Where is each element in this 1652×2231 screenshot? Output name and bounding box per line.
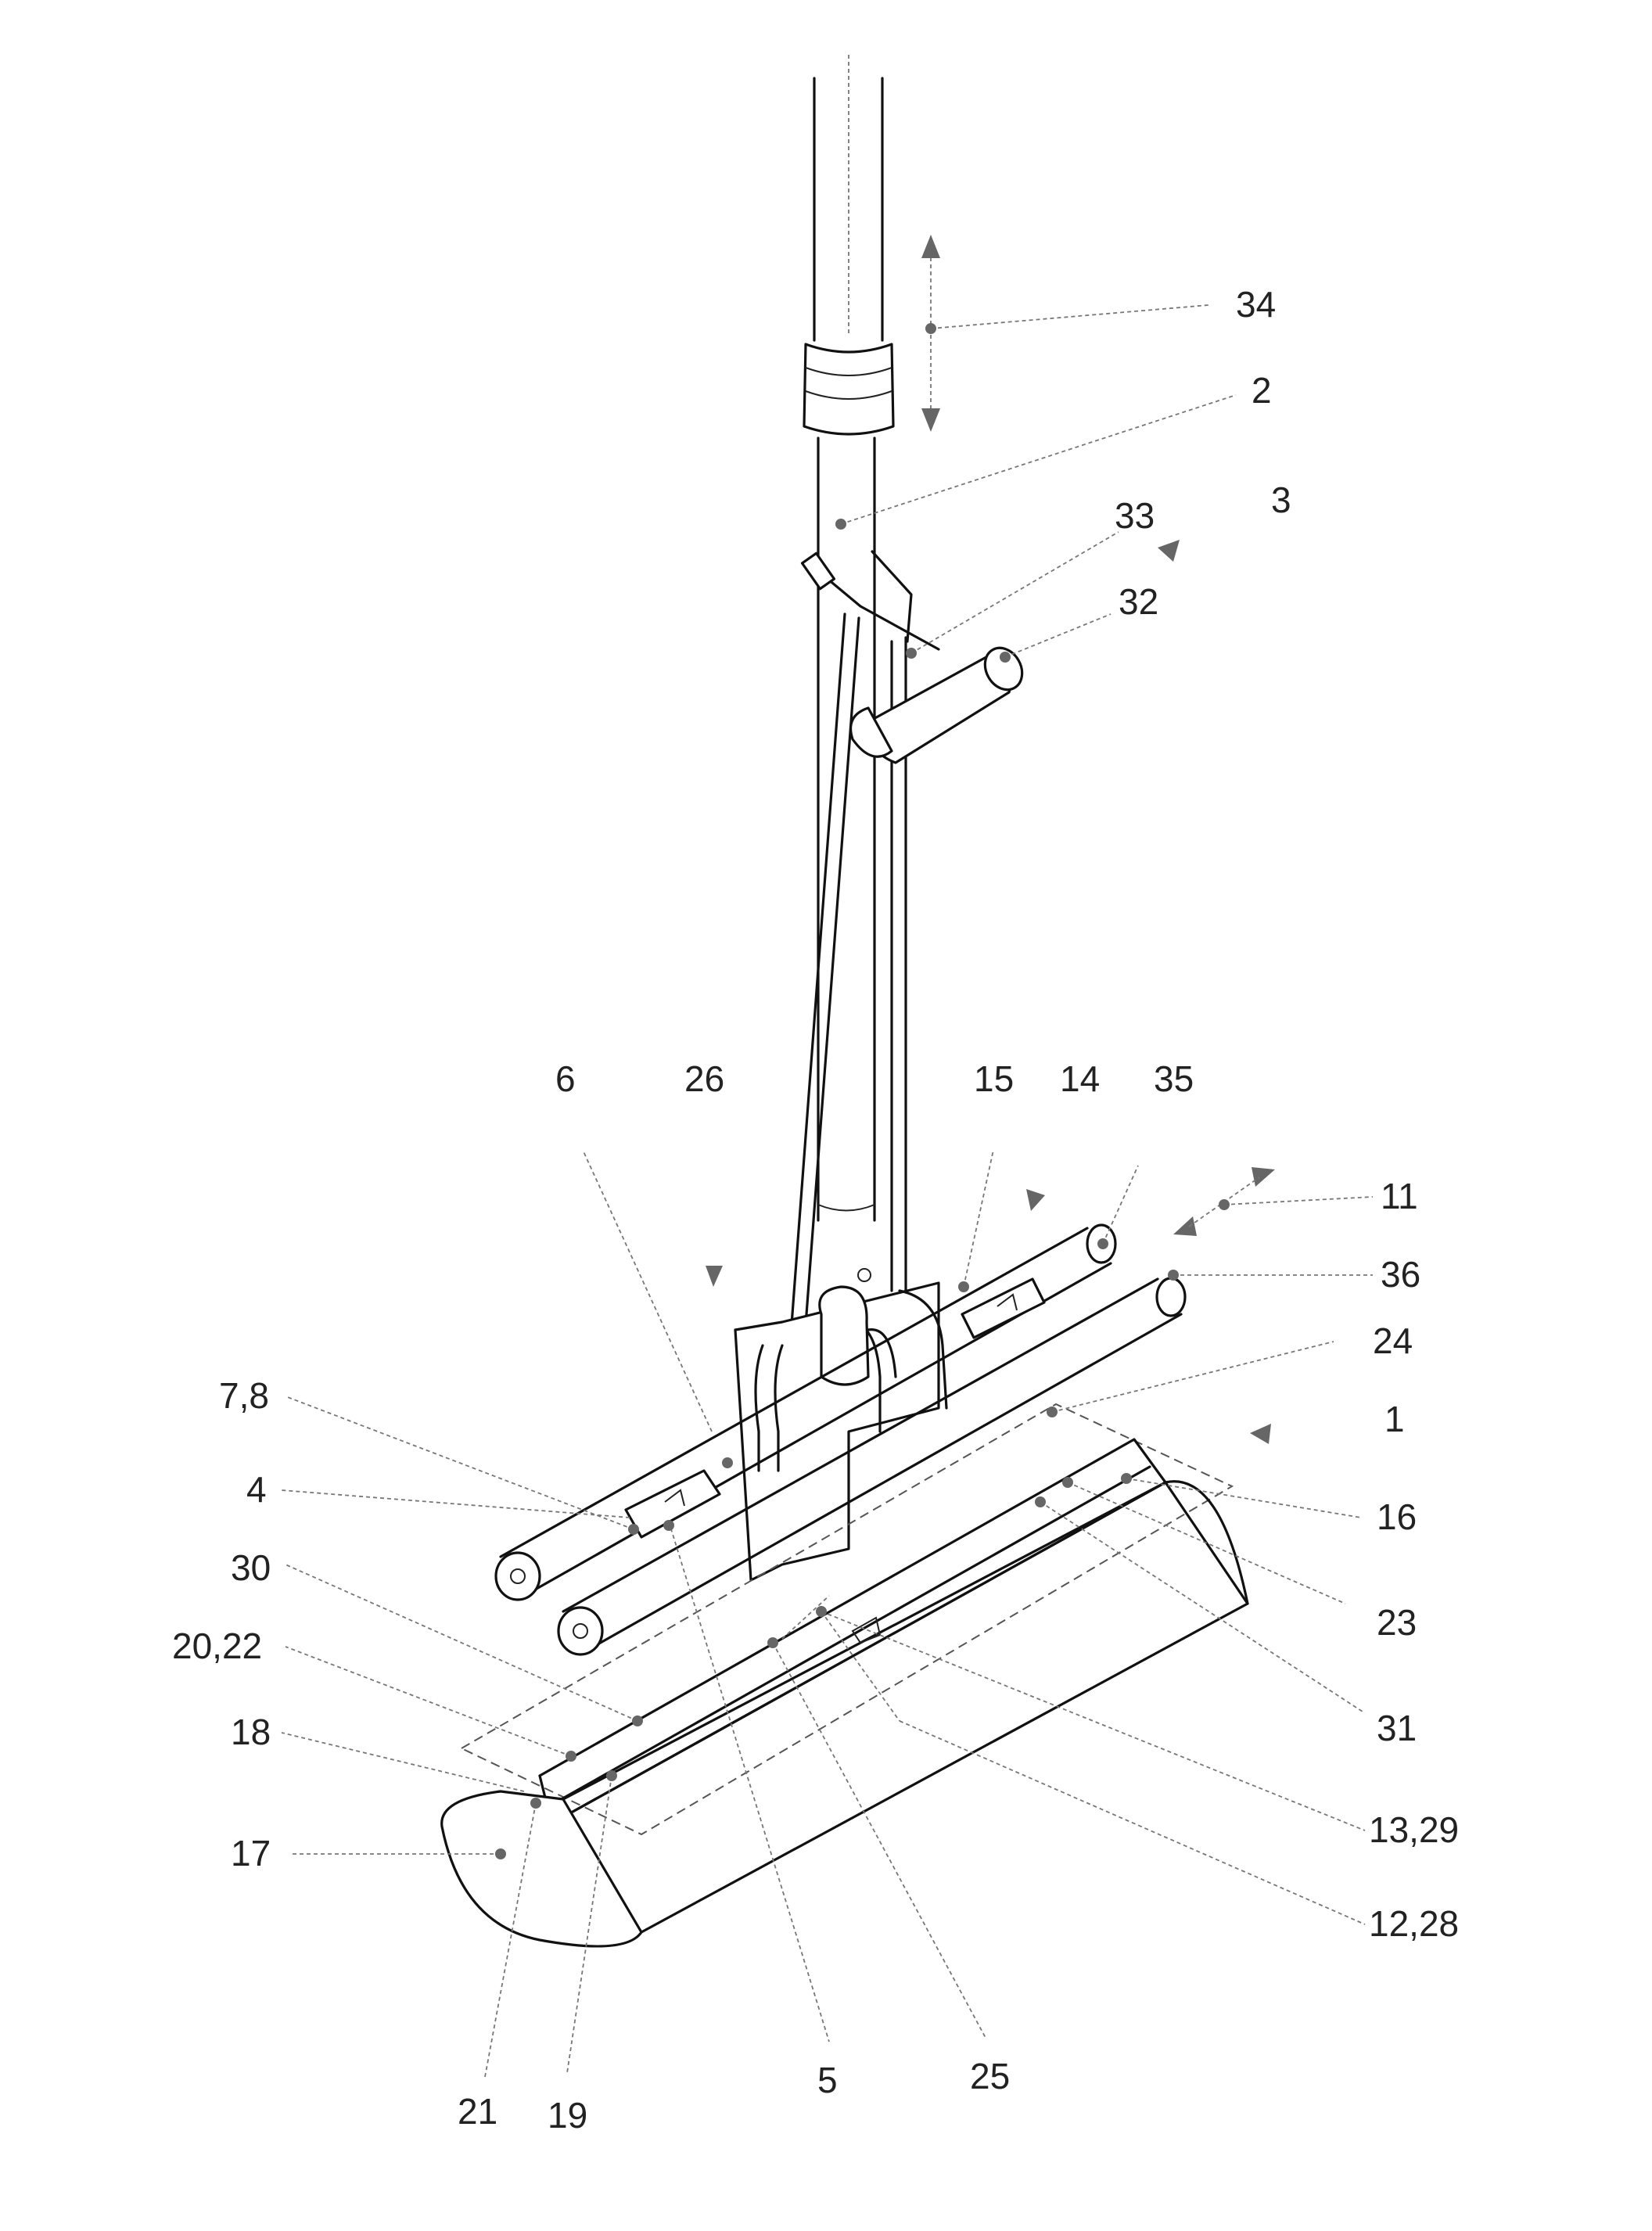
motion-arrows bbox=[706, 235, 1275, 1444]
arrow-1-icon bbox=[1250, 1424, 1271, 1444]
label-13-29: 13,29 bbox=[1369, 1809, 1459, 1850]
label-7-8: 7,8 bbox=[219, 1375, 269, 1416]
arrow-3-icon bbox=[1158, 540, 1180, 562]
linkage-rods bbox=[790, 551, 939, 1345]
pole bbox=[804, 55, 893, 1281]
label-36: 36 bbox=[1381, 1254, 1420, 1295]
fork-carriage bbox=[735, 1283, 946, 1580]
label-12-28: 12,28 bbox=[1369, 1903, 1459, 1944]
label-20-22: 20,22 bbox=[172, 1626, 262, 1666]
label-31: 31 bbox=[1377, 1708, 1417, 1748]
label-16: 16 bbox=[1377, 1496, 1417, 1537]
label-15: 15 bbox=[974, 1058, 1014, 1099]
label-33: 33 bbox=[1115, 495, 1155, 536]
label-25: 25 bbox=[970, 2056, 1010, 2096]
label-17: 17 bbox=[231, 1833, 271, 1874]
label-18: 18 bbox=[231, 1712, 271, 1752]
label-34: 34 bbox=[1236, 284, 1276, 325]
label-6: 6 bbox=[555, 1058, 576, 1099]
arrow-icon bbox=[1173, 1216, 1197, 1236]
label-21: 21 bbox=[458, 2091, 497, 2132]
label-1: 1 bbox=[1384, 1399, 1405, 1439]
label-26: 26 bbox=[684, 1058, 724, 1099]
label-2: 2 bbox=[1252, 370, 1272, 411]
arrow-icon bbox=[1252, 1167, 1275, 1187]
arrow-14-icon bbox=[1026, 1189, 1045, 1211]
arrow-up-icon bbox=[921, 235, 940, 258]
label-4: 4 bbox=[246, 1469, 267, 1510]
arrow-down-icon bbox=[921, 408, 940, 432]
label-11: 11 bbox=[1381, 1176, 1418, 1216]
label-14: 14 bbox=[1060, 1058, 1100, 1099]
arrow-26-icon bbox=[706, 1266, 723, 1287]
label-5: 5 bbox=[817, 2060, 838, 2100]
label-3: 3 bbox=[1271, 480, 1291, 520]
label-35: 35 bbox=[1154, 1058, 1194, 1099]
label-23: 23 bbox=[1377, 1602, 1417, 1643]
label-32: 32 bbox=[1119, 581, 1158, 622]
label-24: 24 bbox=[1373, 1320, 1413, 1361]
label-30: 30 bbox=[231, 1547, 271, 1588]
label-19: 19 bbox=[548, 2095, 587, 2136]
